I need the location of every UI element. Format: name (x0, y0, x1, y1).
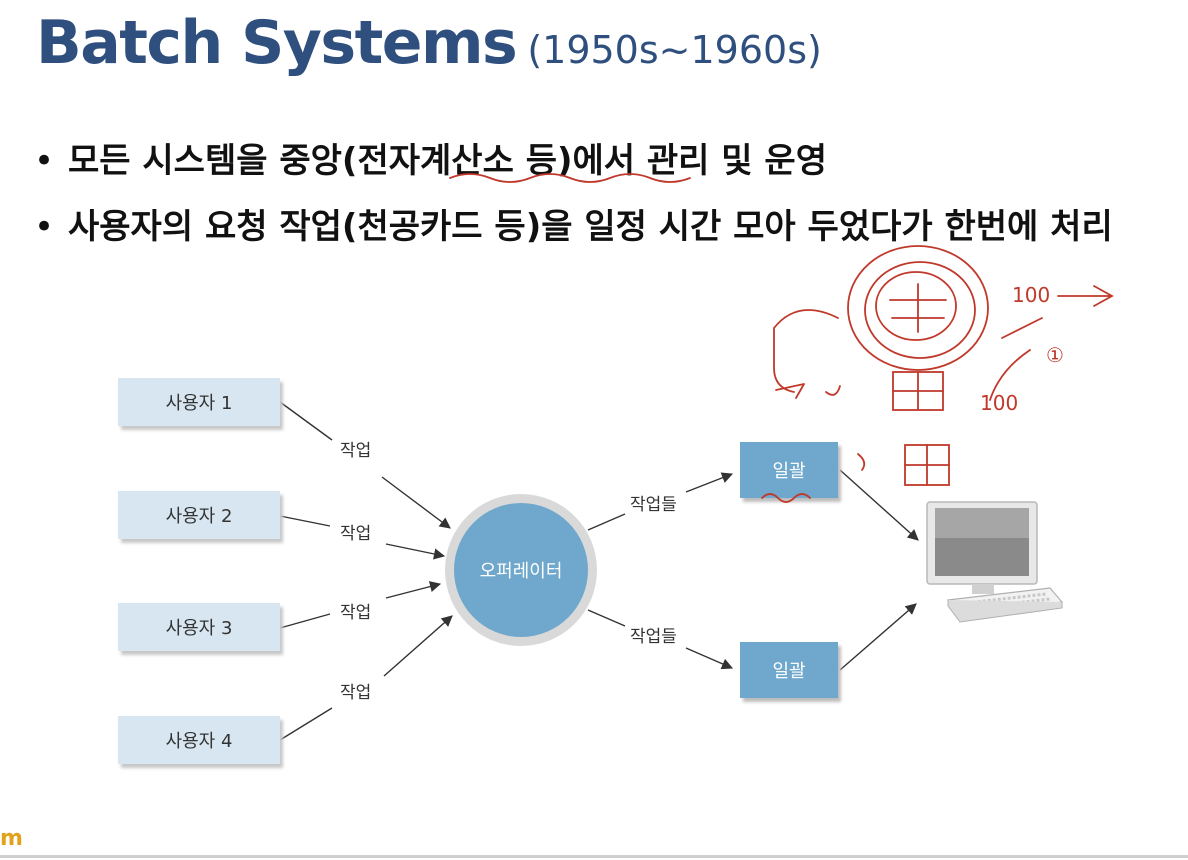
title-period: (1950s~1960s) (527, 28, 822, 72)
arrow-batch1-computer (839, 469, 919, 541)
annotation-100-top: 100 (1012, 283, 1050, 307)
arrow-user1-operator (279, 401, 450, 528)
bullet-text: 모든 시스템을 중앙(전자계산소 등)에서 관리 및 운영 (68, 141, 827, 181)
user-box-1: 사용자 1 (118, 378, 280, 426)
bullet-dot: • (34, 207, 55, 247)
footer-logo: m (0, 826, 23, 851)
slide-title: Batch Systems (1950s~1960s) (36, 8, 822, 78)
batch-box-1: 일괄 (740, 442, 838, 498)
bullet-item: • 사용자의 요청 작업(천공카드 등)을 일정 시간 모아 두었다가 한번에 … (30, 200, 1148, 254)
title-main: Batch Systems (36, 8, 518, 78)
bullet-text: 사용자의 요청 작업(천공카드 등)을 일정 시간 모아 두었다가 한번에 처리 (68, 207, 1113, 247)
user-box-3: 사용자 3 (118, 603, 280, 651)
arrow-user4-operator (279, 616, 452, 741)
bullet-dot: • (34, 141, 55, 181)
annotation-100-bottom: 100 (980, 391, 1018, 415)
arrow-operator-batch1 (587, 474, 732, 531)
arrow-user2-operator (279, 515, 444, 556)
annotation-circled-one: ① (1046, 343, 1064, 367)
footer-line (0, 855, 1188, 858)
batch-box-2: 일괄 (740, 642, 838, 698)
arrow-user3-operator (279, 584, 440, 629)
edge-label-jobs: 작업들 (630, 627, 677, 647)
arrow-operator-batch2 (587, 609, 732, 668)
arrow-batch2-computer (839, 603, 917, 671)
bullet-list: • 모든 시스템을 중앙(전자계산소 등)에서 관리 및 운영 • 사용자의 요… (30, 134, 1168, 266)
edge-label-job: 작업 (340, 683, 372, 703)
edge-label-jobs: 작업들 (630, 495, 677, 515)
operator-node: 오퍼레이터 (454, 503, 588, 637)
edge-label-job: 작업 (340, 524, 372, 544)
user-box-2: 사용자 2 (118, 491, 280, 539)
user-box-4: 사용자 4 (118, 716, 280, 764)
edge-label-job: 작업 (340, 603, 372, 623)
edge-label-job: 작업 (340, 441, 372, 461)
bullet-item: • 모든 시스템을 중앙(전자계산소 등)에서 관리 및 운영 (30, 134, 1168, 188)
